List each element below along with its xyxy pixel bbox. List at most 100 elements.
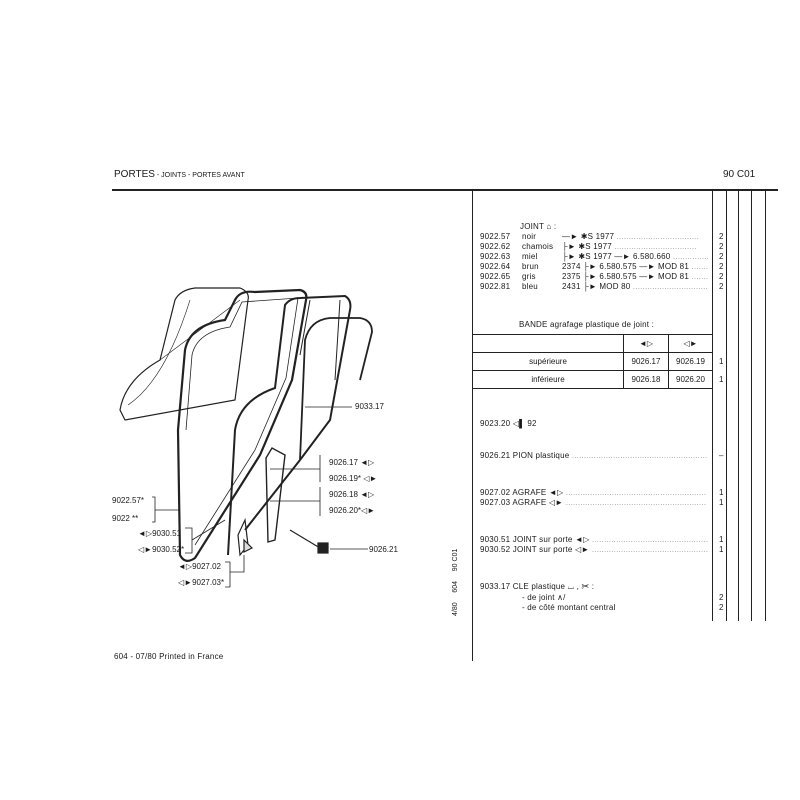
joint-heading: JOINT ⌂ : <box>520 222 557 231</box>
cle-sub-item: - de joint ∧/ <box>522 593 566 602</box>
joint-spec: 2375 ├► 6.580.575 —► MOD 81 ............… <box>562 272 708 281</box>
table-line <box>472 352 712 353</box>
part-ref: 9027.02 <box>480 488 511 497</box>
qty: 2 <box>719 242 724 251</box>
door-outline <box>119 287 249 421</box>
joint-color: chamois <box>522 242 554 251</box>
column-line <box>738 191 739 621</box>
page-title: PORTES - JOINTS - PORTES AVANT <box>114 169 245 180</box>
item-line: 9033.17 CLE plastique ⌴ , ✂ : <box>480 582 708 592</box>
qty: 2 <box>719 232 724 241</box>
qty: 2 <box>719 252 724 261</box>
joint-color: brun <box>522 262 539 271</box>
joint-color: gris <box>522 272 536 281</box>
qty: 2 <box>719 593 724 602</box>
column-line <box>765 191 766 621</box>
table-line <box>623 334 624 388</box>
text-column-divider <box>472 191 473 661</box>
qty: 2 <box>719 272 724 281</box>
callout-9022: 9022 ** <box>112 514 139 523</box>
page-code: 90 C01 <box>723 169 756 180</box>
callout-9027-02: ◄▷9027.02 <box>178 562 221 571</box>
part-ref: 9030.51 <box>480 535 511 544</box>
callout-9033-17: 9033.17 <box>355 402 384 411</box>
window-seal <box>227 294 352 556</box>
bande-title: BANDE agrafage plastique de joint : <box>519 320 655 329</box>
item-line: 9027.03 AGRAFE ◁► ......................… <box>480 498 707 507</box>
item-desc: JOINT sur porte ◁► <box>512 545 590 554</box>
table-line <box>472 388 712 389</box>
joint-color: miel <box>522 252 538 261</box>
item-desc: AGRAFE ◁► <box>512 498 564 507</box>
part-ref: 9022.63 <box>480 252 511 261</box>
col-right-header: ◁► <box>683 339 698 348</box>
qty: 2 <box>719 262 724 271</box>
item-desc: ◁▌ 92 <box>512 419 537 428</box>
callout-9026-19: 9026.19* ◁► <box>329 474 378 483</box>
qty: 1 <box>719 545 724 554</box>
row-label: inférieure <box>531 375 565 384</box>
table-line <box>668 334 669 388</box>
footer-text: 604 - 07/80 Printed in France <box>114 652 224 661</box>
item-line: 9030.52 JOINT sur porte ◁► .............… <box>480 545 708 554</box>
table-line <box>472 370 712 371</box>
callout-9030-52: ◁►9030.52* <box>138 545 185 554</box>
item-desc: CLE plastique ⌴ , ✂ : <box>512 582 595 591</box>
qty: 1 <box>719 375 724 384</box>
pion <box>317 542 329 554</box>
col-left-header: ◄▷ <box>638 339 654 348</box>
part-ref: 9022.62 <box>480 242 511 251</box>
door-seal-joint <box>176 288 308 562</box>
qty: 1 <box>719 357 724 366</box>
header-rule <box>112 189 778 191</box>
part-ref: 9023.20 <box>480 419 511 428</box>
qty-column-left <box>712 191 713 621</box>
part-ref: 9026.21 <box>480 451 511 460</box>
joint-color: noir <box>522 232 537 241</box>
key-strip <box>299 317 373 461</box>
qty: 1 <box>719 535 724 544</box>
joint-spec: 2431 ├► MOD 80 .........................… <box>562 282 708 291</box>
callout-9030-51: ◄▷9030.51 <box>138 529 181 538</box>
part-ref: 9033.17 <box>480 582 511 591</box>
qty: 2 <box>719 282 724 291</box>
joint-spec: 2374 ├► 6.580.575 —► MOD 81 ............… <box>562 262 708 271</box>
callout-9022-57: 9022.57* <box>112 496 145 505</box>
qty: – <box>719 451 724 460</box>
column-line <box>751 191 752 621</box>
joint-spec: —► ✱S 1977 .............................… <box>562 232 699 241</box>
agrafe-clip <box>243 538 254 553</box>
part-ref: 9022.64 <box>480 262 511 271</box>
title-sub: - JOINTS - PORTES AVANT <box>154 172 245 179</box>
item-desc: PION plastique <box>512 451 570 460</box>
callout-9026-20: 9026.20*◁► <box>329 506 376 515</box>
qty: 1 <box>719 488 724 497</box>
item-desc: AGRAFE ◄▷ <box>512 488 564 497</box>
part-ref: 9022.65 <box>480 272 511 281</box>
ref-right: 9026.19 <box>676 357 705 366</box>
joint-spec: ├► ✱S 1977 —► 6.580.660 ................… <box>562 252 708 261</box>
part-ref: 9027.03 <box>480 498 511 507</box>
qty: 2 <box>719 603 724 612</box>
ref-left: 9026.18 <box>631 375 661 384</box>
joint-color: bleu <box>522 282 538 291</box>
callout-9026-17: 9026.17 ◄▷ <box>329 458 375 467</box>
pion-line <box>289 529 321 549</box>
part-ref: 9022.81 <box>480 282 511 291</box>
row-label: supérieure <box>529 357 567 366</box>
title-main: PORTES <box>114 169 155 180</box>
part-ref: 9030.52 <box>480 545 511 554</box>
item-line: 9027.02 AGRAFE ◄▷ ......................… <box>480 488 707 497</box>
callout-9027-03: ◁►9027.03* <box>178 578 225 587</box>
callout-9026-21: 9026.21 <box>369 545 398 554</box>
qty: 1 <box>719 498 724 507</box>
ref-left: 9026.17 <box>631 357 661 366</box>
part-ref: 9022.57 <box>480 232 511 241</box>
ref-right: 9026.20 <box>676 375 705 384</box>
item-line: 9026.21 PION plastique .................… <box>480 451 708 460</box>
callout-9026-18: 9026.18 ◄▷ <box>329 490 375 499</box>
joint-spec: ├► ✱S 1977 .............................… <box>562 242 697 251</box>
cle-sub-item: - de côté montant central <box>522 603 616 612</box>
item-desc: JOINT sur porte ◄▷ <box>512 535 590 544</box>
